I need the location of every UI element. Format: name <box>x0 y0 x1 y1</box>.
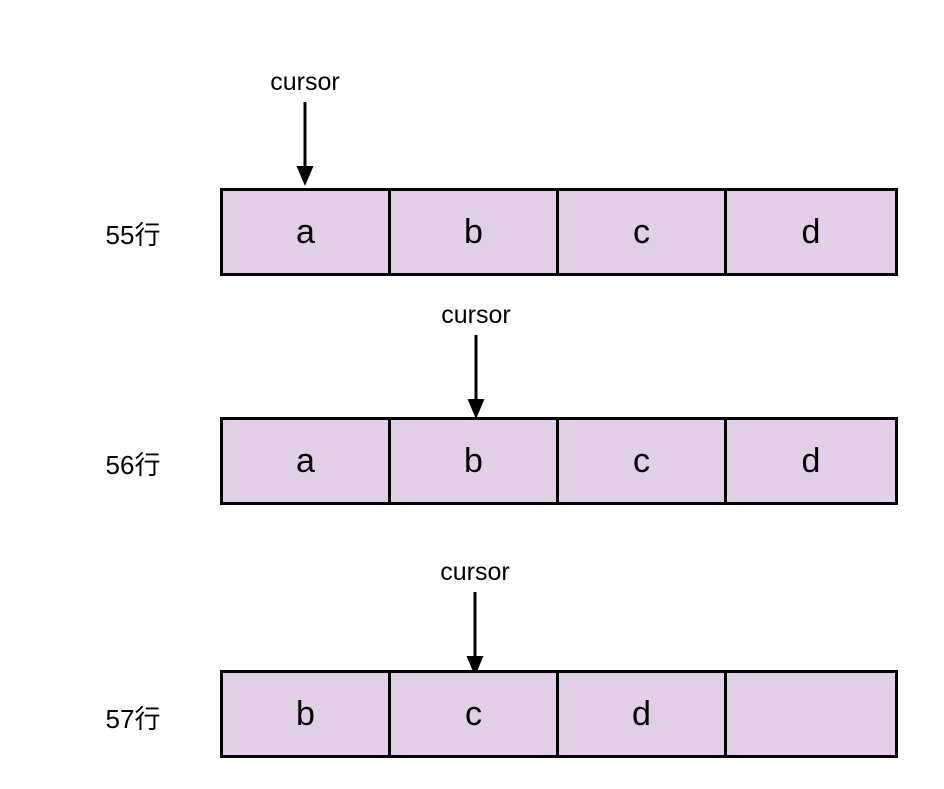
row-label-57: 57行 <box>105 704 161 734</box>
cell-56-1: b <box>391 420 559 502</box>
cell-strip-57: b c d <box>220 670 898 758</box>
cell-55-3: d <box>727 191 895 273</box>
cursor-arrow-down-icon-56 <box>464 335 488 426</box>
cell-strip-56: a b c d <box>220 417 898 505</box>
cell-strip-55: a b c d <box>220 188 898 276</box>
cell-56-2: c <box>559 420 727 502</box>
cell-57-0: b <box>223 673 391 755</box>
cell-57-1: c <box>391 673 559 755</box>
cursor-label-57: cursor <box>440 558 510 586</box>
row-label-55: 55行 <box>105 220 161 250</box>
cell-57-3 <box>727 673 895 755</box>
cursor-label-56: cursor <box>441 301 511 329</box>
cursor-arrow-down-icon-55 <box>293 102 317 193</box>
cursor-label-55: cursor <box>270 68 340 96</box>
cursor-arrow-down-icon-57 <box>463 592 487 683</box>
cell-55-0: a <box>223 191 391 273</box>
cell-56-3: d <box>727 420 895 502</box>
cell-55-2: c <box>559 191 727 273</box>
cell-57-2: d <box>559 673 727 755</box>
row-label-56: 56行 <box>105 450 161 480</box>
cell-55-1: b <box>391 191 559 273</box>
cell-56-0: a <box>223 420 391 502</box>
